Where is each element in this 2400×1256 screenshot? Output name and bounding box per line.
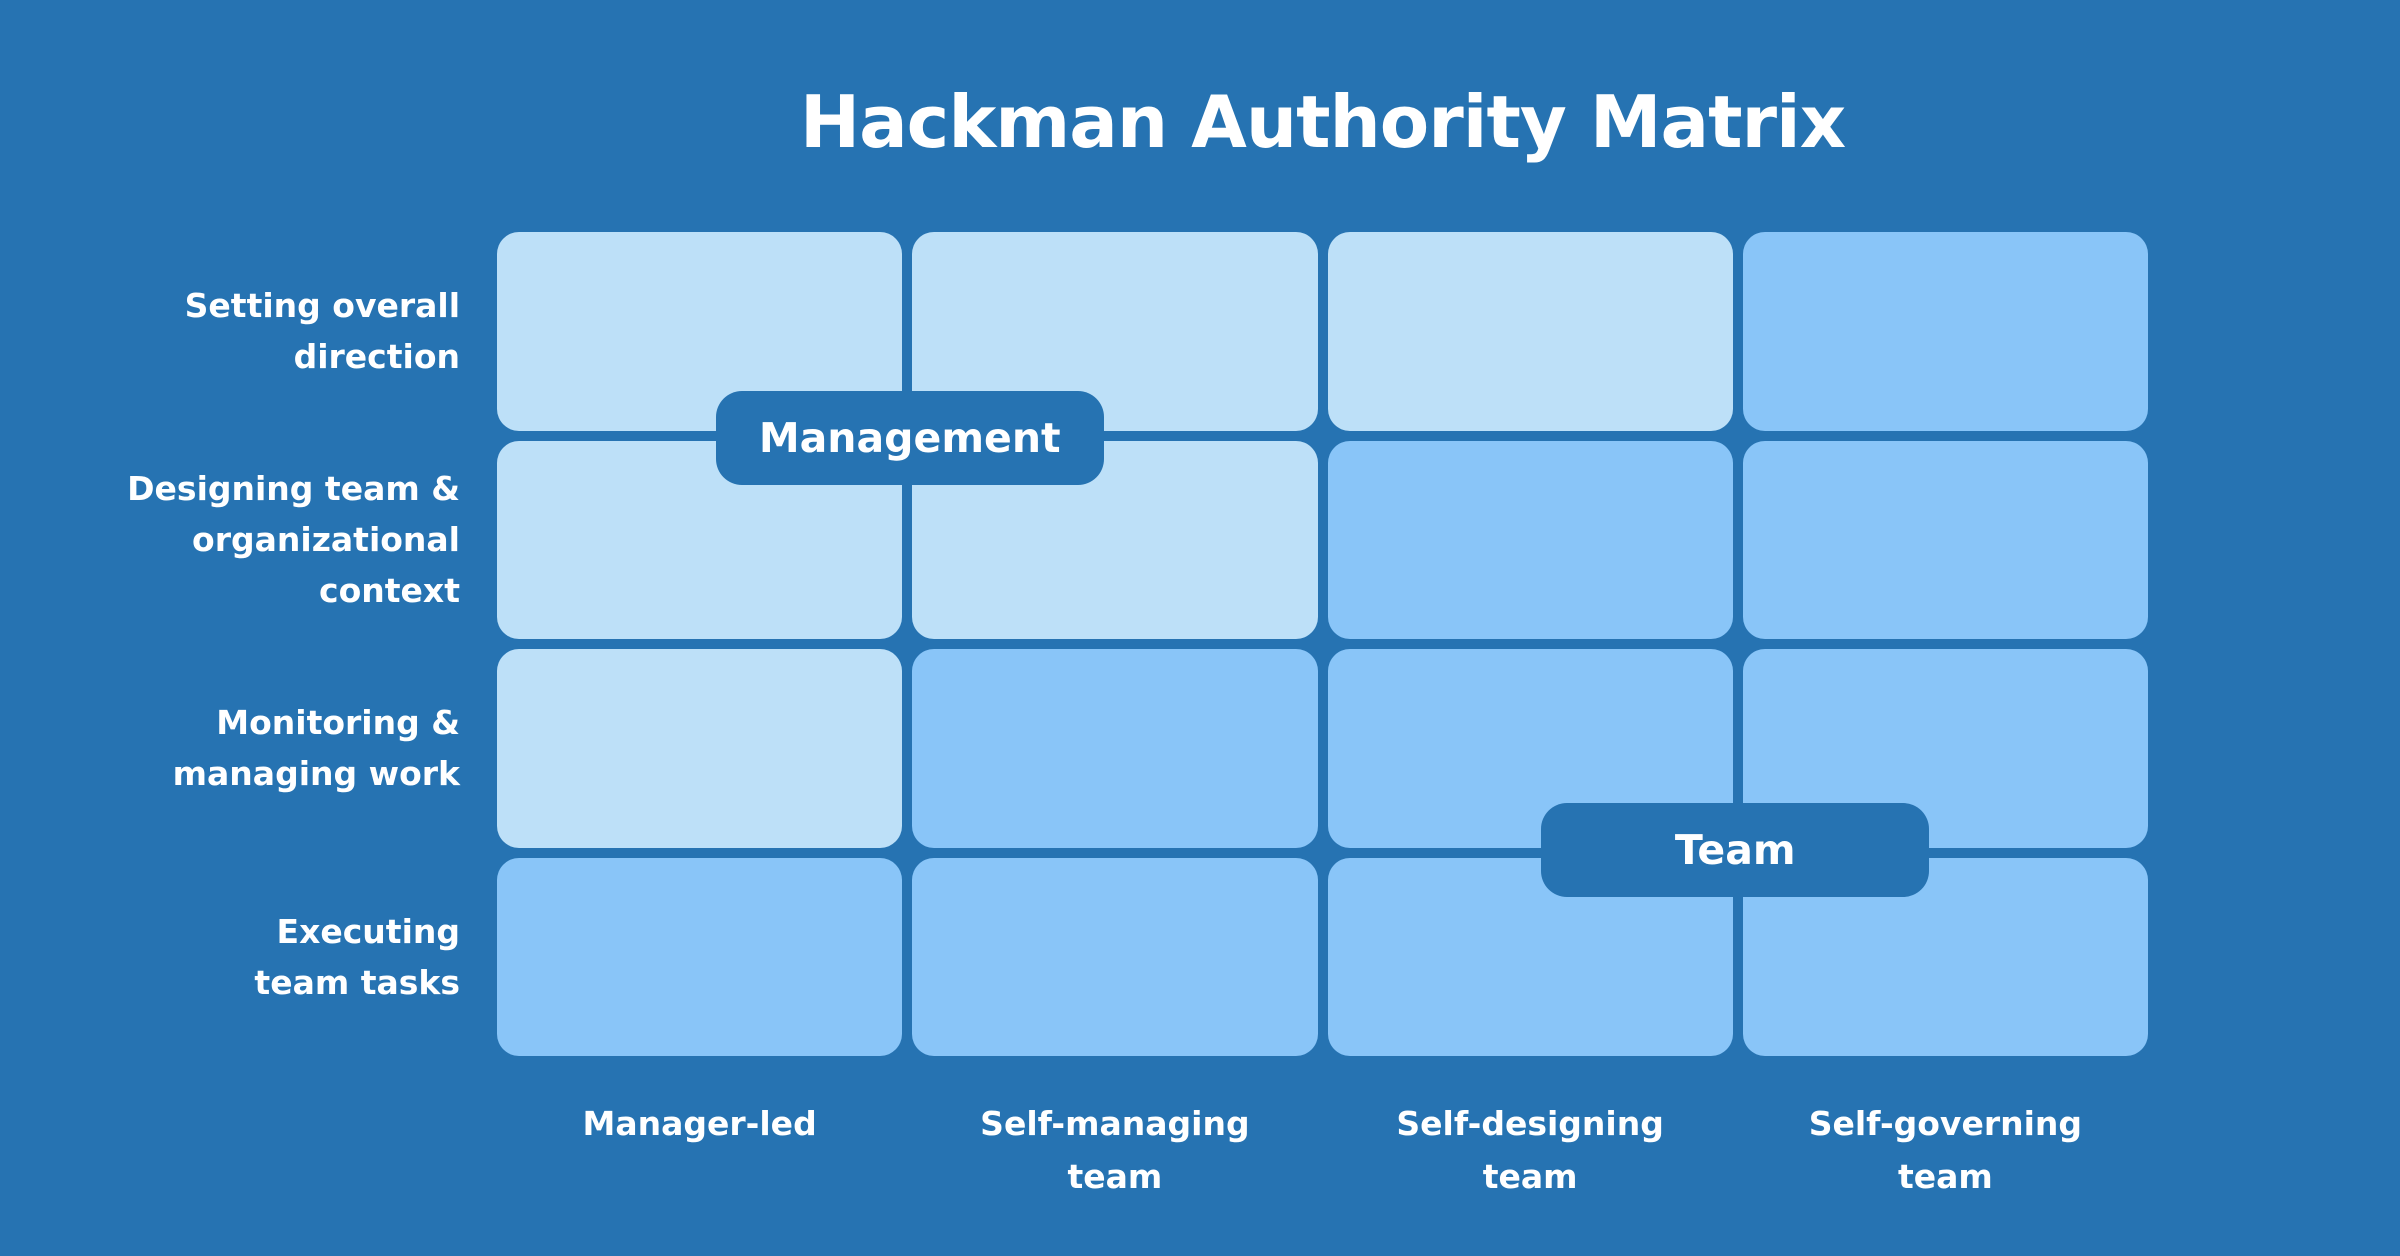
- page-title: Hackman Authority Matrix: [799, 80, 1846, 164]
- matrix-cell: [497, 649, 903, 848]
- team-badge: Team: [1541, 803, 1930, 897]
- row-label-setting-overall-direction: Setting overall direction: [184, 286, 460, 377]
- row-label-designing-team-context: Designing team & organizational context: [127, 469, 460, 611]
- matrix-cell: [1327, 440, 1733, 639]
- column-labels: Manager-led Self-managing team Self-desi…: [497, 1098, 2148, 1204]
- matrix-cell: [1742, 232, 2148, 431]
- matrix-cell: [497, 857, 903, 1056]
- col-label-self-designing-team: Self-designing team: [1396, 1104, 1664, 1196]
- col-label-self-managing-team: Self-managing team: [980, 1104, 1250, 1196]
- row-label-monitoring-managing-work: Monitoring & managing work: [172, 703, 460, 794]
- matrix-cell: [912, 857, 1318, 1056]
- col-label-self-governing-team: Self-governing team: [1808, 1104, 2083, 1196]
- management-badge: Management: [715, 391, 1104, 485]
- matrix-grid: Management Team: [497, 232, 2148, 1056]
- row-labels: Setting overall direction Designing team…: [60, 232, 460, 1056]
- row-label-executing-team-tasks: Executing team tasks: [254, 911, 460, 1002]
- matrix-cell: [1742, 440, 2148, 639]
- matrix-cell: [1327, 232, 1733, 431]
- col-label-manager-led: Manager-led: [582, 1104, 817, 1143]
- matrix-cell: [912, 649, 1318, 848]
